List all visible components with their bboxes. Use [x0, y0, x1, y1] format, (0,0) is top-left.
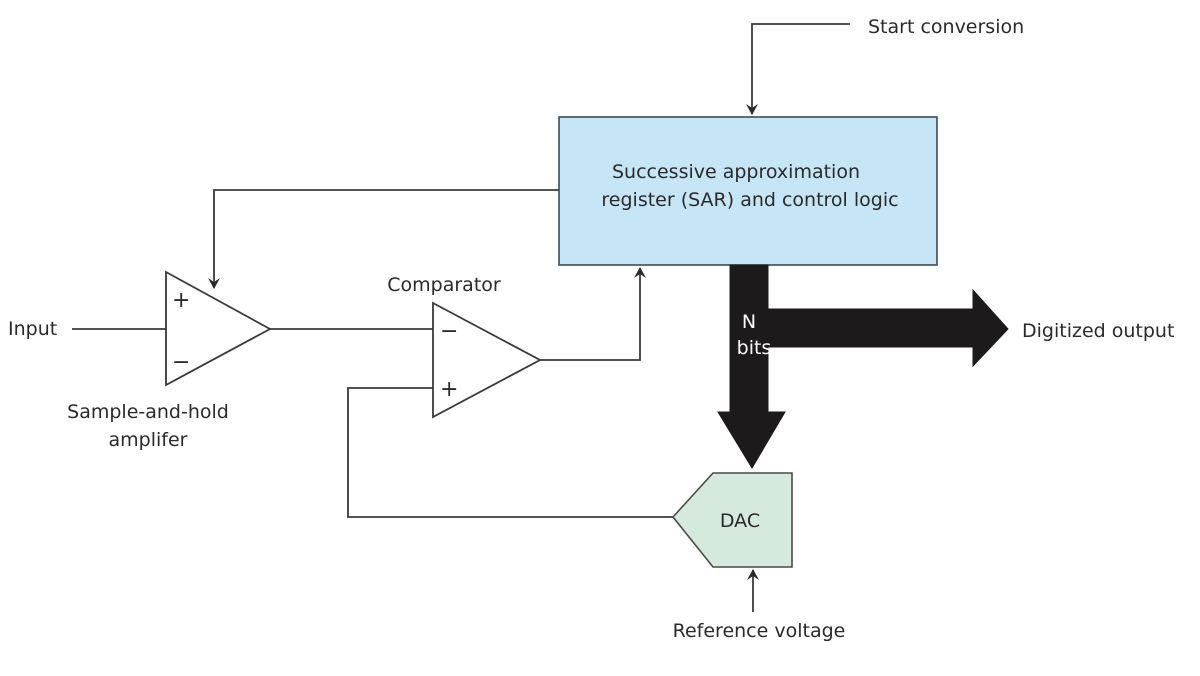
- sample-hold-minus-sign: −: [172, 350, 190, 375]
- sample-hold-amplifier: [165, 270, 272, 387]
- start-conversion-label: Start conversion: [868, 16, 1024, 38]
- sar-label-line1: Successive approximation: [612, 161, 860, 183]
- sample-hold-label-line2: amplifer: [109, 429, 188, 451]
- input-label: Input: [8, 318, 57, 340]
- dac-block: [671, 472, 793, 568]
- digitized-output-label: Digitized output: [1022, 320, 1174, 342]
- sar-label-line2: register (SAR) and control logic: [601, 189, 898, 211]
- reference-voltage-label: Reference voltage: [673, 620, 846, 642]
- sar-to-sample-hold-wire: [208, 189, 559, 289]
- start-conversion-wire: [746, 23, 850, 115]
- dac-to-comparator-wire: [347, 387, 673, 518]
- comparator-plus-sign: +: [440, 377, 458, 402]
- sample-hold-label-line1: Sample-and-hold: [67, 401, 229, 423]
- bus-label-bits: bits: [737, 337, 772, 359]
- comparator-minus-sign: −: [440, 319, 458, 344]
- sample-hold-plus-sign: +: [172, 288, 190, 313]
- sar-block: [558, 116, 938, 266]
- comparator-label: Comparator: [387, 274, 501, 296]
- comparator: [432, 301, 542, 419]
- bus-label-n: N: [742, 311, 756, 333]
- comparator-to-sar-wire: [540, 267, 646, 361]
- dac-label: DAC: [720, 510, 760, 532]
- n-bit-bus: [717, 264, 1009, 469]
